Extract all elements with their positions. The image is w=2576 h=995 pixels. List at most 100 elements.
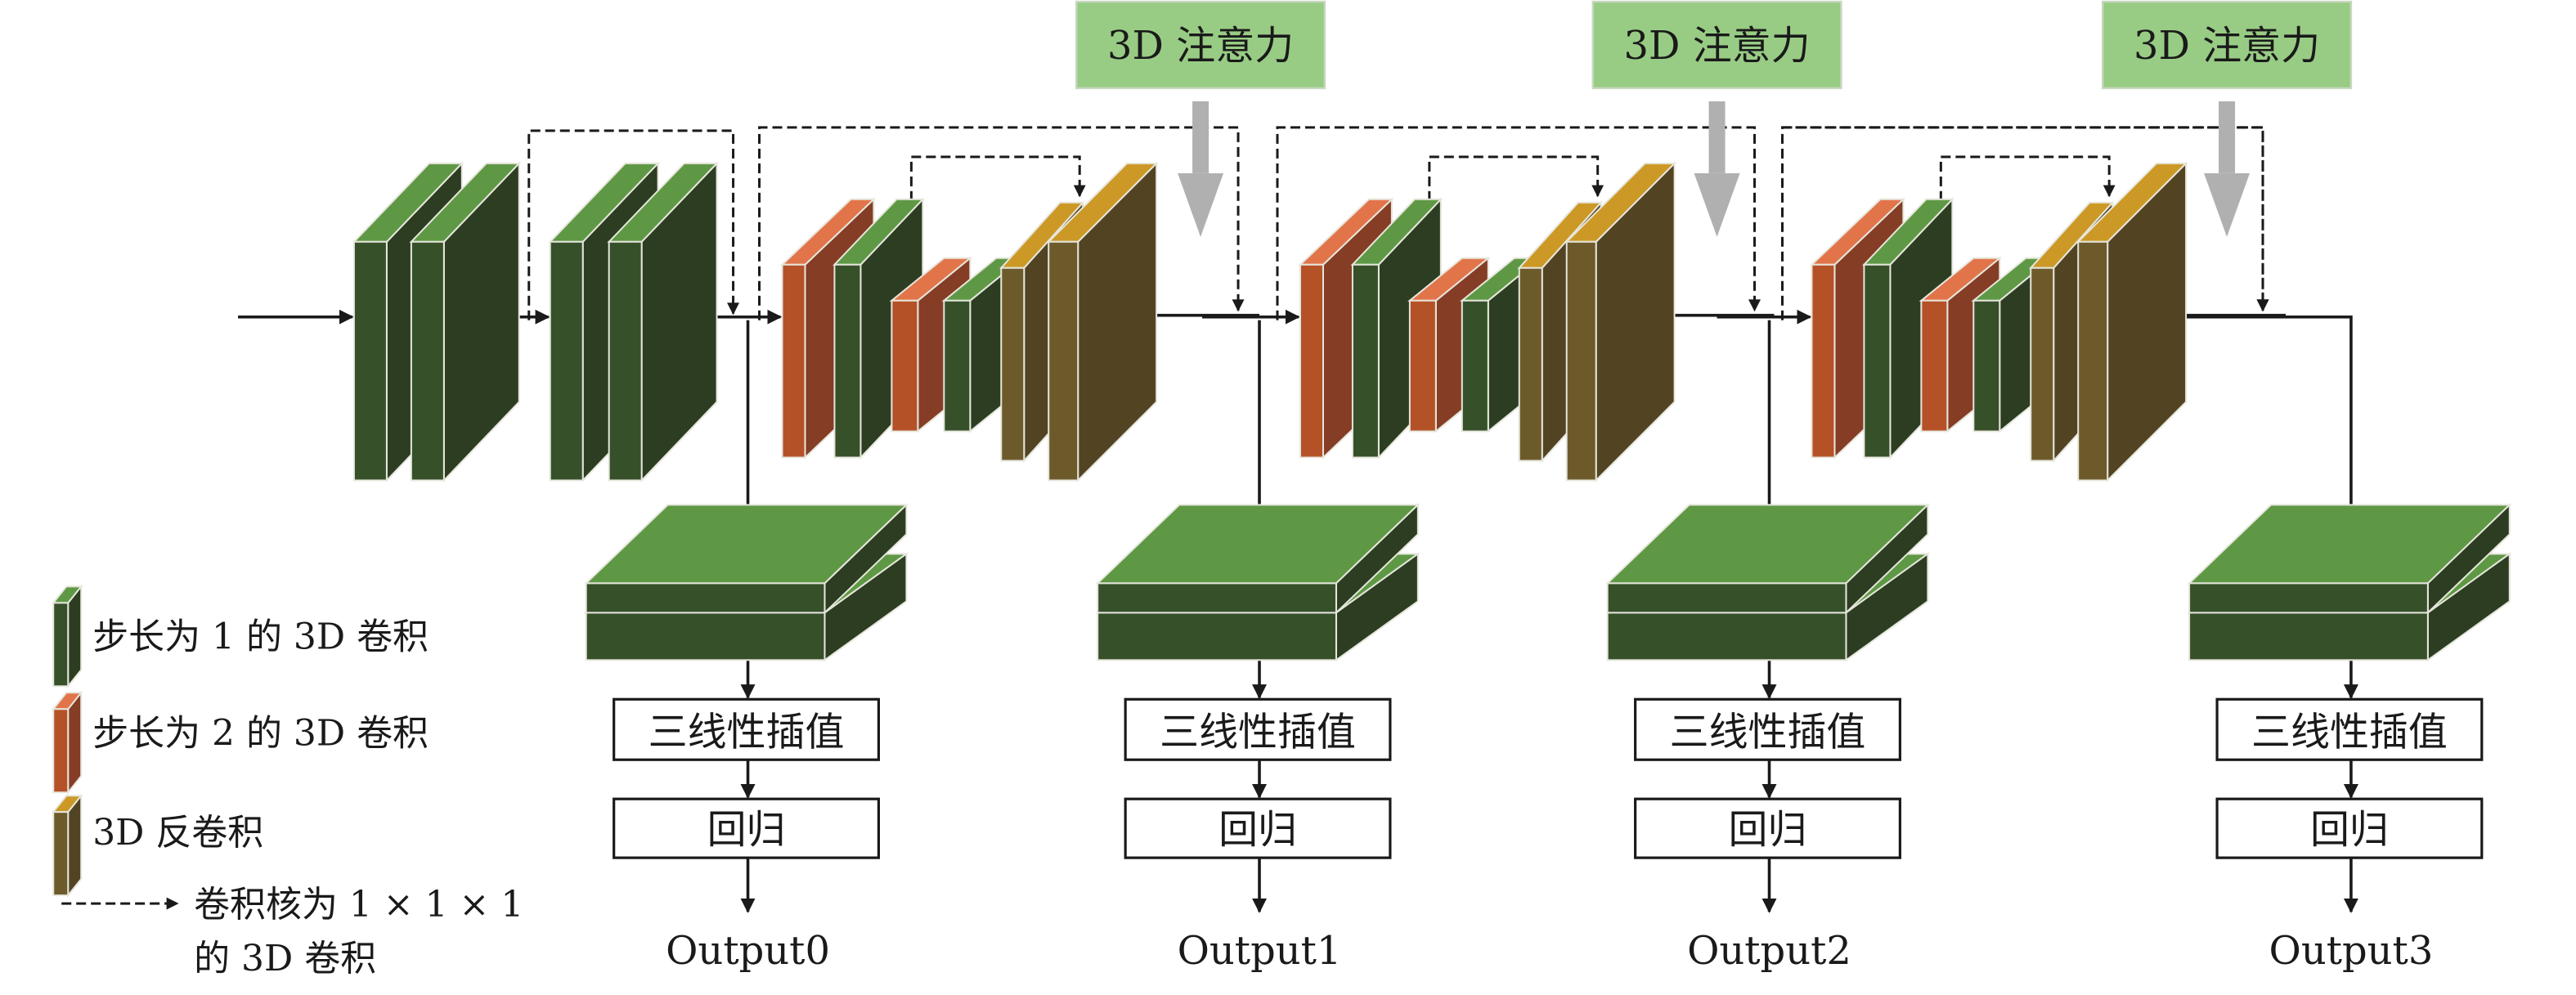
slab-front — [781, 263, 806, 459]
slab-front — [1351, 263, 1380, 459]
legend: 步长为 1 的 3D 卷积 步长为 2 的 3D 卷积 3D 反卷积 卷积核为 … — [52, 584, 523, 979]
slab-front — [1408, 299, 1437, 433]
slab-front — [1518, 267, 1543, 462]
stem-conv-1b — [409, 161, 522, 483]
stage2-outer-skip — [1276, 126, 1761, 320]
plate-front — [1097, 582, 1337, 614]
attention-arrow-head — [2204, 173, 2251, 237]
attention-label: 3D 注意力 — [1624, 23, 1811, 69]
head0-featmap-upper — [584, 503, 909, 615]
icon-front — [52, 602, 70, 688]
plate-front — [1606, 582, 1847, 614]
plate-front — [1097, 612, 1337, 661]
regress-label: 回归 — [1729, 807, 1807, 853]
slab-front — [943, 299, 972, 433]
attention-module-2: 3D 注意力 — [1591, 0, 1842, 237]
stage1-outer-skip — [758, 126, 1245, 320]
interp-box — [1124, 697, 1392, 761]
regress-box — [1124, 797, 1392, 859]
attention-module-1: 3D 注意力 — [1075, 0, 1326, 237]
slab-front — [1048, 240, 1079, 482]
interp-label: 三线性插值 — [1160, 709, 1356, 755]
slab-front — [608, 240, 643, 482]
attention-arrow-head — [1694, 173, 1740, 237]
plate-front — [585, 612, 826, 661]
legend-label-1x1-line2: 的 3D 卷积 — [194, 938, 376, 979]
slab-front — [1863, 263, 1892, 459]
legend-label-deconv: 3D 反卷积 — [92, 812, 263, 854]
regress-label: 回归 — [2310, 807, 2389, 853]
interp-label: 三线性插值 — [648, 709, 845, 755]
slab-front — [1461, 299, 1489, 433]
output-label-3: Output3 — [2269, 928, 2434, 974]
connections — [238, 126, 2358, 913]
stage3-deconv-2 — [2076, 161, 2188, 482]
slab-front — [1299, 263, 1324, 459]
stage3-inner-skip — [1939, 155, 2116, 201]
slab-front — [891, 299, 919, 433]
stage2-inner-skip — [1428, 155, 1604, 201]
legend-icon-conv-stride2 — [52, 690, 83, 796]
head1-featmap-upper — [1095, 503, 1420, 615]
stem-conv-2b — [607, 161, 719, 483]
attention-arrow-head — [1178, 173, 1224, 237]
plate-front — [2188, 612, 2429, 661]
stage1-deconv-2 — [1046, 161, 1159, 482]
output-label-1: Output1 — [1178, 928, 1342, 974]
slab-front — [1565, 240, 1597, 482]
regress-label: 回归 — [707, 807, 786, 853]
attention-label: 3D 注意力 — [2134, 23, 2320, 69]
legend-label-stride2: 步长为 2 的 3D 卷积 — [92, 712, 429, 754]
attention-arrow-shaft — [2219, 101, 2236, 173]
plate-front — [1606, 612, 1847, 661]
stage1-inner-skip — [909, 155, 1086, 201]
attention-box — [1075, 0, 1326, 90]
slab-front — [1000, 267, 1025, 462]
layers — [352, 161, 2188, 483]
regress-box — [2215, 797, 2484, 859]
attention-module-3: 3D 注意力 — [2101, 0, 2353, 237]
slab-front — [410, 240, 445, 482]
slab-front — [352, 240, 388, 482]
slab-front — [1972, 299, 2001, 433]
output-label-0: Output0 — [666, 928, 830, 974]
icon-front — [52, 811, 70, 897]
plate-front — [2188, 582, 2429, 614]
final-skip — [1782, 126, 2269, 312]
icon-front — [52, 708, 70, 794]
attention-box — [2101, 0, 2353, 90]
regress-box — [613, 797, 881, 859]
interp-label: 三线性插值 — [1670, 709, 1866, 755]
head3-featmap-upper — [2187, 503, 2512, 615]
attention-arrow-shaft — [1192, 101, 1209, 173]
attention-modules: 3D 注意力 3D 注意力 3D 注意力 — [1075, 0, 2353, 237]
regress-label: 回归 — [1218, 807, 1297, 853]
slab-front — [2077, 240, 2109, 482]
attention-box — [1591, 0, 1842, 90]
slab-front — [1811, 263, 1836, 459]
stage2-deconv-2 — [1564, 161, 1677, 482]
legend-label-1x1-line1: 卷积核为 1 × 1 × 1 — [194, 884, 523, 926]
slab-front — [1920, 299, 1949, 433]
slab-front — [833, 263, 862, 459]
legend-label-stride1: 步长为 1 的 3D 卷积 — [92, 616, 429, 657]
interp-label: 三线性插值 — [2251, 709, 2448, 755]
attention-label: 3D 注意力 — [1107, 23, 1294, 69]
slab-front — [549, 240, 584, 482]
legend-icon-conv-stride1 — [52, 584, 83, 689]
head2-featmap-upper — [1605, 503, 1930, 615]
interp-box — [1634, 697, 1901, 761]
interp-box — [2215, 697, 2484, 761]
legend-icon-deconv — [52, 793, 83, 898]
interp-box — [613, 697, 881, 761]
slab-front — [2030, 267, 2055, 462]
plate-front — [585, 582, 826, 614]
attention-arrow-shaft — [1708, 101, 1726, 173]
output3-branch — [2155, 315, 2358, 548]
